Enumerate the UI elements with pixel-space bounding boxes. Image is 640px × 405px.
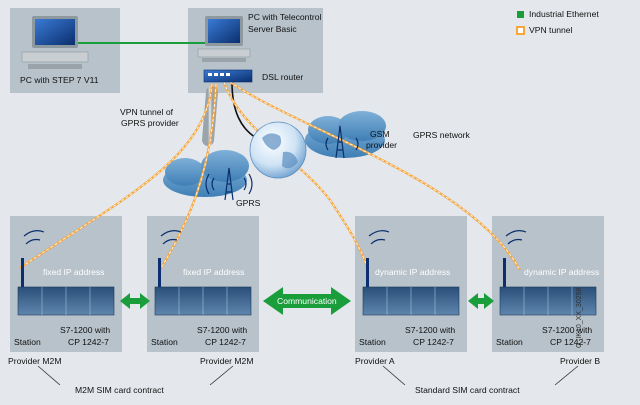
telecontrol-label-line1: PC with Telecontrol (248, 12, 322, 22)
m2m-bracket-right (209, 365, 234, 386)
antenna-icon (21, 258, 24, 290)
station-2-provider: Provider M2M (200, 356, 254, 366)
antenna-icon (158, 258, 161, 290)
internet-globe-icon (249, 121, 307, 179)
station-4-provider: Provider B (560, 356, 601, 366)
dsl-link-line (231, 81, 261, 141)
legend-vpn-tunnel: VPN tunnel (529, 25, 573, 35)
vpn-tunnel-gprs-line2: GPRS provider (121, 118, 179, 128)
station-device-3 (362, 230, 460, 316)
station-box-4 (492, 216, 604, 352)
dsl-router-label: DSL router (262, 72, 304, 82)
station-1-device-line1: S7-1200 with (60, 325, 111, 335)
vpn-tunnel-tube (202, 86, 218, 146)
station-1-device-line2: CP 1242-7 (68, 337, 109, 347)
pc-telecontrol-icon (197, 16, 251, 62)
station-device-2 (154, 230, 252, 316)
gprs-label: GPRS (236, 198, 261, 208)
station-1-station: Station (14, 337, 41, 347)
standard-bracket-left (382, 365, 406, 386)
gprs-tower-icon (205, 167, 253, 201)
antenna-icon (503, 258, 506, 290)
signal-waves-icon (505, 230, 527, 245)
station-1-provider: Provider M2M (8, 356, 62, 366)
station-box-2 (147, 216, 259, 352)
vpn-legend-swatch (516, 26, 525, 35)
telecontrol-label-line2: Server Basic (248, 24, 297, 34)
signal-waves-icon (23, 230, 45, 245)
communication-arrow (263, 287, 351, 315)
station-device-4 (499, 230, 597, 316)
communication-label: Communication (277, 296, 337, 306)
station-4-station: Station (496, 337, 523, 347)
station-3-station: Station (359, 337, 386, 347)
station-3-device-line2: CP 1242-7 (413, 337, 454, 347)
ethernet-legend-swatch (517, 11, 524, 18)
vpn-tunnel-gprs-line1: VPN tunnel of (120, 107, 174, 117)
figure-id: G_IK10_XX_30258 (576, 287, 583, 348)
legend-industrial-ethernet: Industrial Ethernet (529, 9, 599, 19)
signal-waves-icon (368, 230, 390, 245)
station-2-device-line1: S7-1200 with (197, 325, 248, 335)
station-4-device-line2: CP 1242-7 (550, 337, 591, 347)
station-3-provider: Provider A (355, 356, 395, 366)
standard-contract-label: Standard SIM card contract (415, 385, 520, 395)
gprs-network-label: GPRS network (413, 130, 470, 140)
link-arrow-left-pair (120, 293, 150, 309)
m2m-contract-label: M2M SIM card contract (75, 385, 164, 395)
station-box-3 (355, 216, 467, 352)
station-2-device-line2: CP 1242-7 (205, 337, 246, 347)
signal-waves-icon (160, 230, 182, 245)
dsl-router-icon (203, 69, 253, 83)
gsm-provider-line1: GSM (370, 129, 390, 139)
standard-bracket-right (554, 365, 579, 386)
m2m-bracket-left (37, 365, 61, 386)
antenna-icon (366, 258, 369, 290)
station-device-1 (17, 230, 115, 316)
gsm-tower-icon (325, 125, 359, 159)
gsm-provider-line2: provider (366, 140, 398, 150)
station-2-station: Station (151, 337, 178, 347)
pc-step7-label: PC with STEP 7 V11 (20, 75, 99, 85)
station-4-device-line1: S7-1200 with (542, 325, 593, 335)
station-3-device-line1: S7-1200 with (405, 325, 456, 335)
station-2-ip: fixed IP address (183, 267, 245, 277)
link-arrow-right-pair (468, 293, 494, 309)
station-1-ip: fixed IP address (43, 267, 105, 277)
station-3-ip: dynamic IP address (375, 267, 451, 277)
pc-step7-icon (21, 16, 89, 69)
station-4-ip: dynamic IP address (524, 267, 600, 277)
